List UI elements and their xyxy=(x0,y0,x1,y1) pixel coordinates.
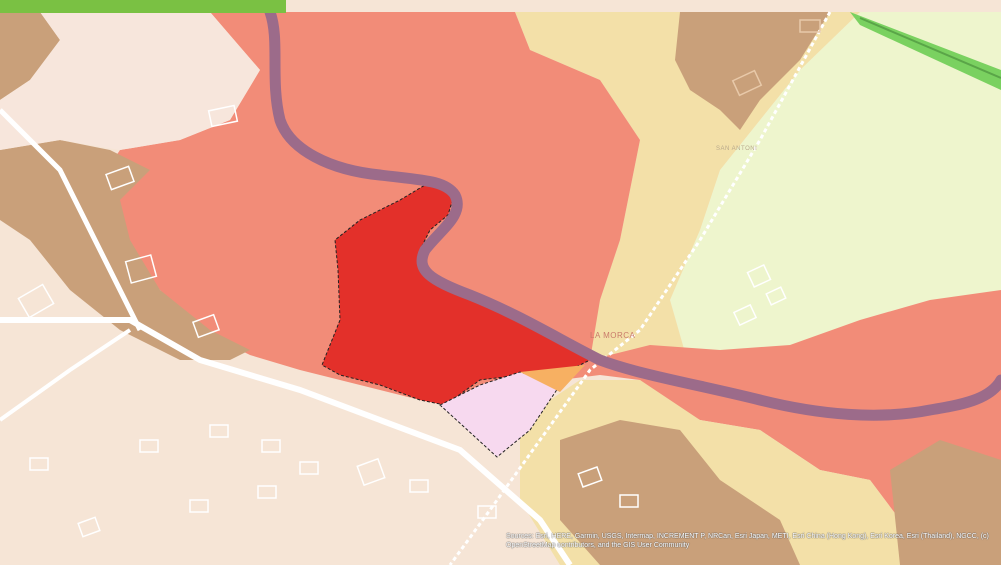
place-label-san-antoni: SAN ANTONI xyxy=(716,146,757,152)
river xyxy=(264,6,1001,421)
building xyxy=(17,283,55,319)
building xyxy=(746,263,772,289)
green-corridor xyxy=(850,12,1001,90)
road-diagonal xyxy=(448,11,832,565)
building xyxy=(477,505,497,519)
building xyxy=(209,424,229,438)
building xyxy=(77,516,101,538)
building xyxy=(207,104,239,128)
building xyxy=(356,457,386,487)
building xyxy=(105,165,135,191)
building xyxy=(765,286,787,306)
road-secondary xyxy=(0,108,143,332)
parcel-orange-area xyxy=(520,365,585,392)
road-main xyxy=(0,317,573,565)
building xyxy=(139,439,159,453)
low-zone-area-top xyxy=(515,12,860,380)
building xyxy=(409,479,429,493)
building xyxy=(191,313,221,339)
building xyxy=(257,485,277,499)
building xyxy=(732,303,758,327)
map-title-tab xyxy=(0,0,286,13)
minimal-zone-area xyxy=(670,12,1001,370)
moderate-zone-area-bottom xyxy=(560,420,800,565)
building xyxy=(299,461,319,475)
building xyxy=(189,499,209,513)
parcel-pink-area xyxy=(439,371,561,458)
building xyxy=(577,466,603,488)
building xyxy=(731,69,763,97)
building xyxy=(619,494,639,508)
high-risk-zone-area xyxy=(100,12,1001,565)
road-left xyxy=(0,328,132,422)
map-attribution: Sources: Esri, HERE, Garmin, USGS, Inter… xyxy=(506,533,989,549)
green-corridor-line xyxy=(859,17,1001,79)
moderate-zone-area-left xyxy=(0,140,250,360)
moderate-zone-area-topleft xyxy=(0,12,60,100)
place-label-la-morca: LA MORCA xyxy=(590,331,636,340)
land-area-topleft xyxy=(0,12,260,150)
building xyxy=(29,457,49,471)
building xyxy=(124,254,158,284)
building xyxy=(799,19,821,33)
moderate-zone-area-bottomright xyxy=(890,440,1001,565)
building xyxy=(261,439,281,453)
